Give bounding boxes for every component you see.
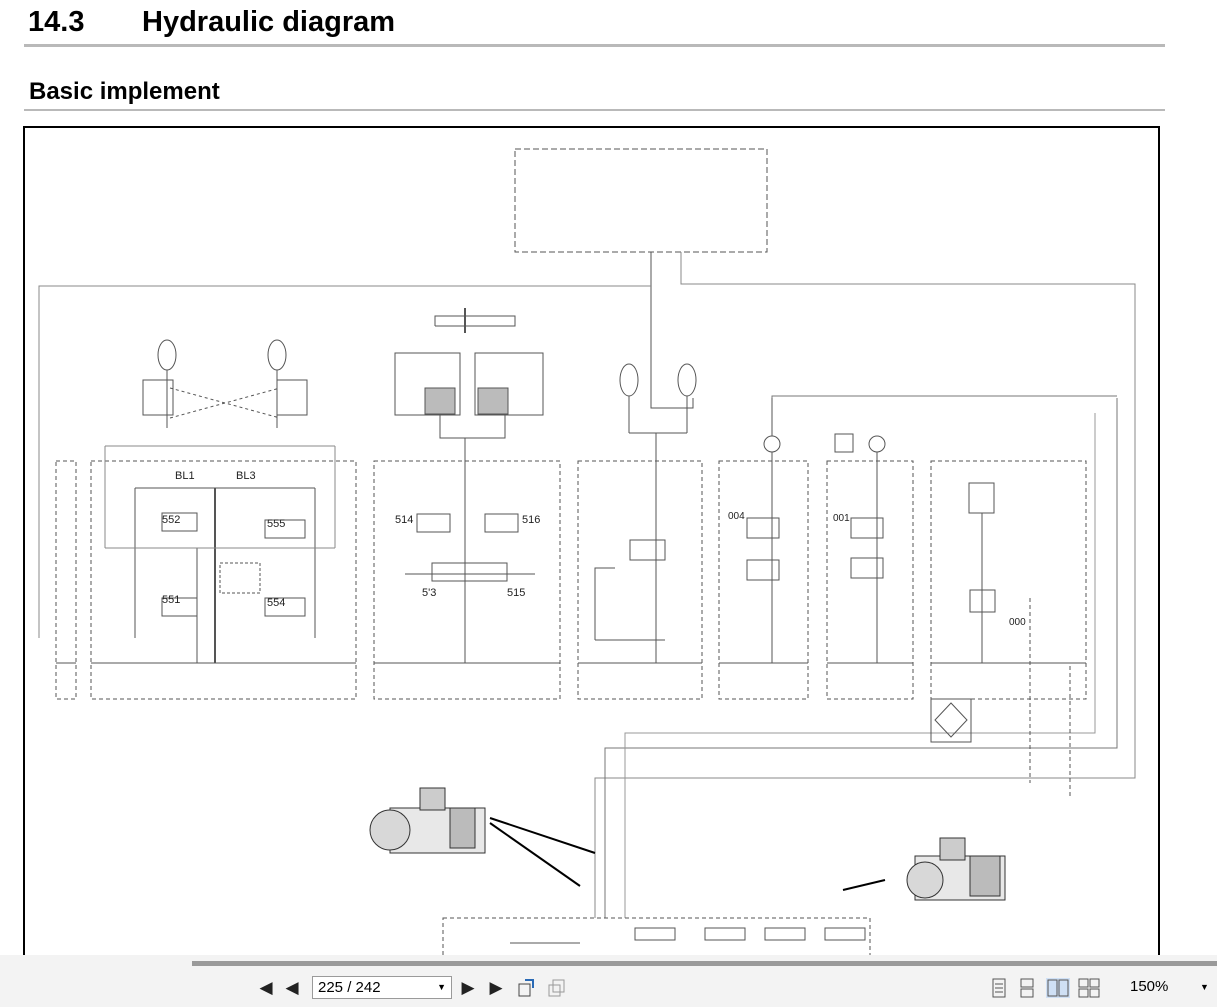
label-515: 515: [507, 587, 525, 599]
page-number-value: 225 / 242: [318, 979, 381, 996]
previous-view-icon[interactable]: [516, 977, 538, 999]
zoom-level[interactable]: 150%: [1130, 978, 1169, 995]
valve-block-6: [930, 460, 1087, 700]
valve-block-2: [373, 460, 561, 700]
label-004: 004: [728, 511, 745, 522]
first-page-icon[interactable]: ◀​: [259, 978, 273, 997]
label-bl1: BL1: [175, 470, 195, 482]
section-number: 14.3: [28, 6, 85, 38]
diagram-frame: BL1 BL3 552 555 551 554 514 516 5'3 515 …: [23, 126, 1160, 968]
label-513: 5'3: [422, 587, 436, 599]
filter-box: [930, 698, 972, 743]
facing-view-icon[interactable]: [1046, 978, 1070, 998]
previous-page-icon[interactable]: ◀: [285, 978, 299, 997]
zoom-dropdown-icon[interactable]: ▼: [1200, 982, 1209, 992]
pump-photo-left: [369, 787, 486, 854]
valve-block-4: [718, 460, 809, 700]
label-bl3: BL3: [236, 470, 256, 482]
continuous-facing-view-icon[interactable]: [1078, 978, 1100, 998]
single-page-view-icon[interactable]: [990, 978, 1008, 998]
pump-valve-block: [442, 917, 871, 968]
valve-block-3: [577, 460, 703, 700]
block-edge: [55, 460, 77, 700]
continuous-view-icon[interactable]: [1018, 978, 1036, 998]
chevron-down-icon: ▼: [437, 982, 446, 992]
pump-photo-right: [906, 837, 1006, 901]
label-551: 551: [162, 594, 180, 606]
label-554: 554: [267, 597, 285, 609]
subheading-rule: [24, 109, 1165, 111]
label-552: 552: [162, 514, 180, 526]
label-516: 516: [522, 514, 540, 526]
hydraulic-diagram: BL1 BL3 552 555 551 554 514 516 5'3 515 …: [38, 148, 1136, 968]
label-001: 001: [833, 513, 850, 524]
next-page-icon[interactable]: ▶: [461, 978, 475, 997]
heading-rule: [24, 44, 1165, 47]
valve-block-5: [826, 460, 914, 700]
section-title: Hydraulic diagram: [142, 6, 396, 38]
label-000: 000: [1009, 617, 1026, 628]
next-view-icon[interactable]: [546, 977, 568, 999]
subsection-title: Basic implement: [29, 78, 220, 105]
last-page-icon[interactable]: ▶: [489, 978, 503, 997]
controller-box: [514, 148, 768, 253]
horizontal-scrollbar[interactable]: [192, 961, 1217, 966]
page-number-select[interactable]: 225 / 242 ▼: [312, 976, 452, 999]
label-514: 514: [395, 514, 413, 526]
label-555: 555: [267, 518, 285, 530]
